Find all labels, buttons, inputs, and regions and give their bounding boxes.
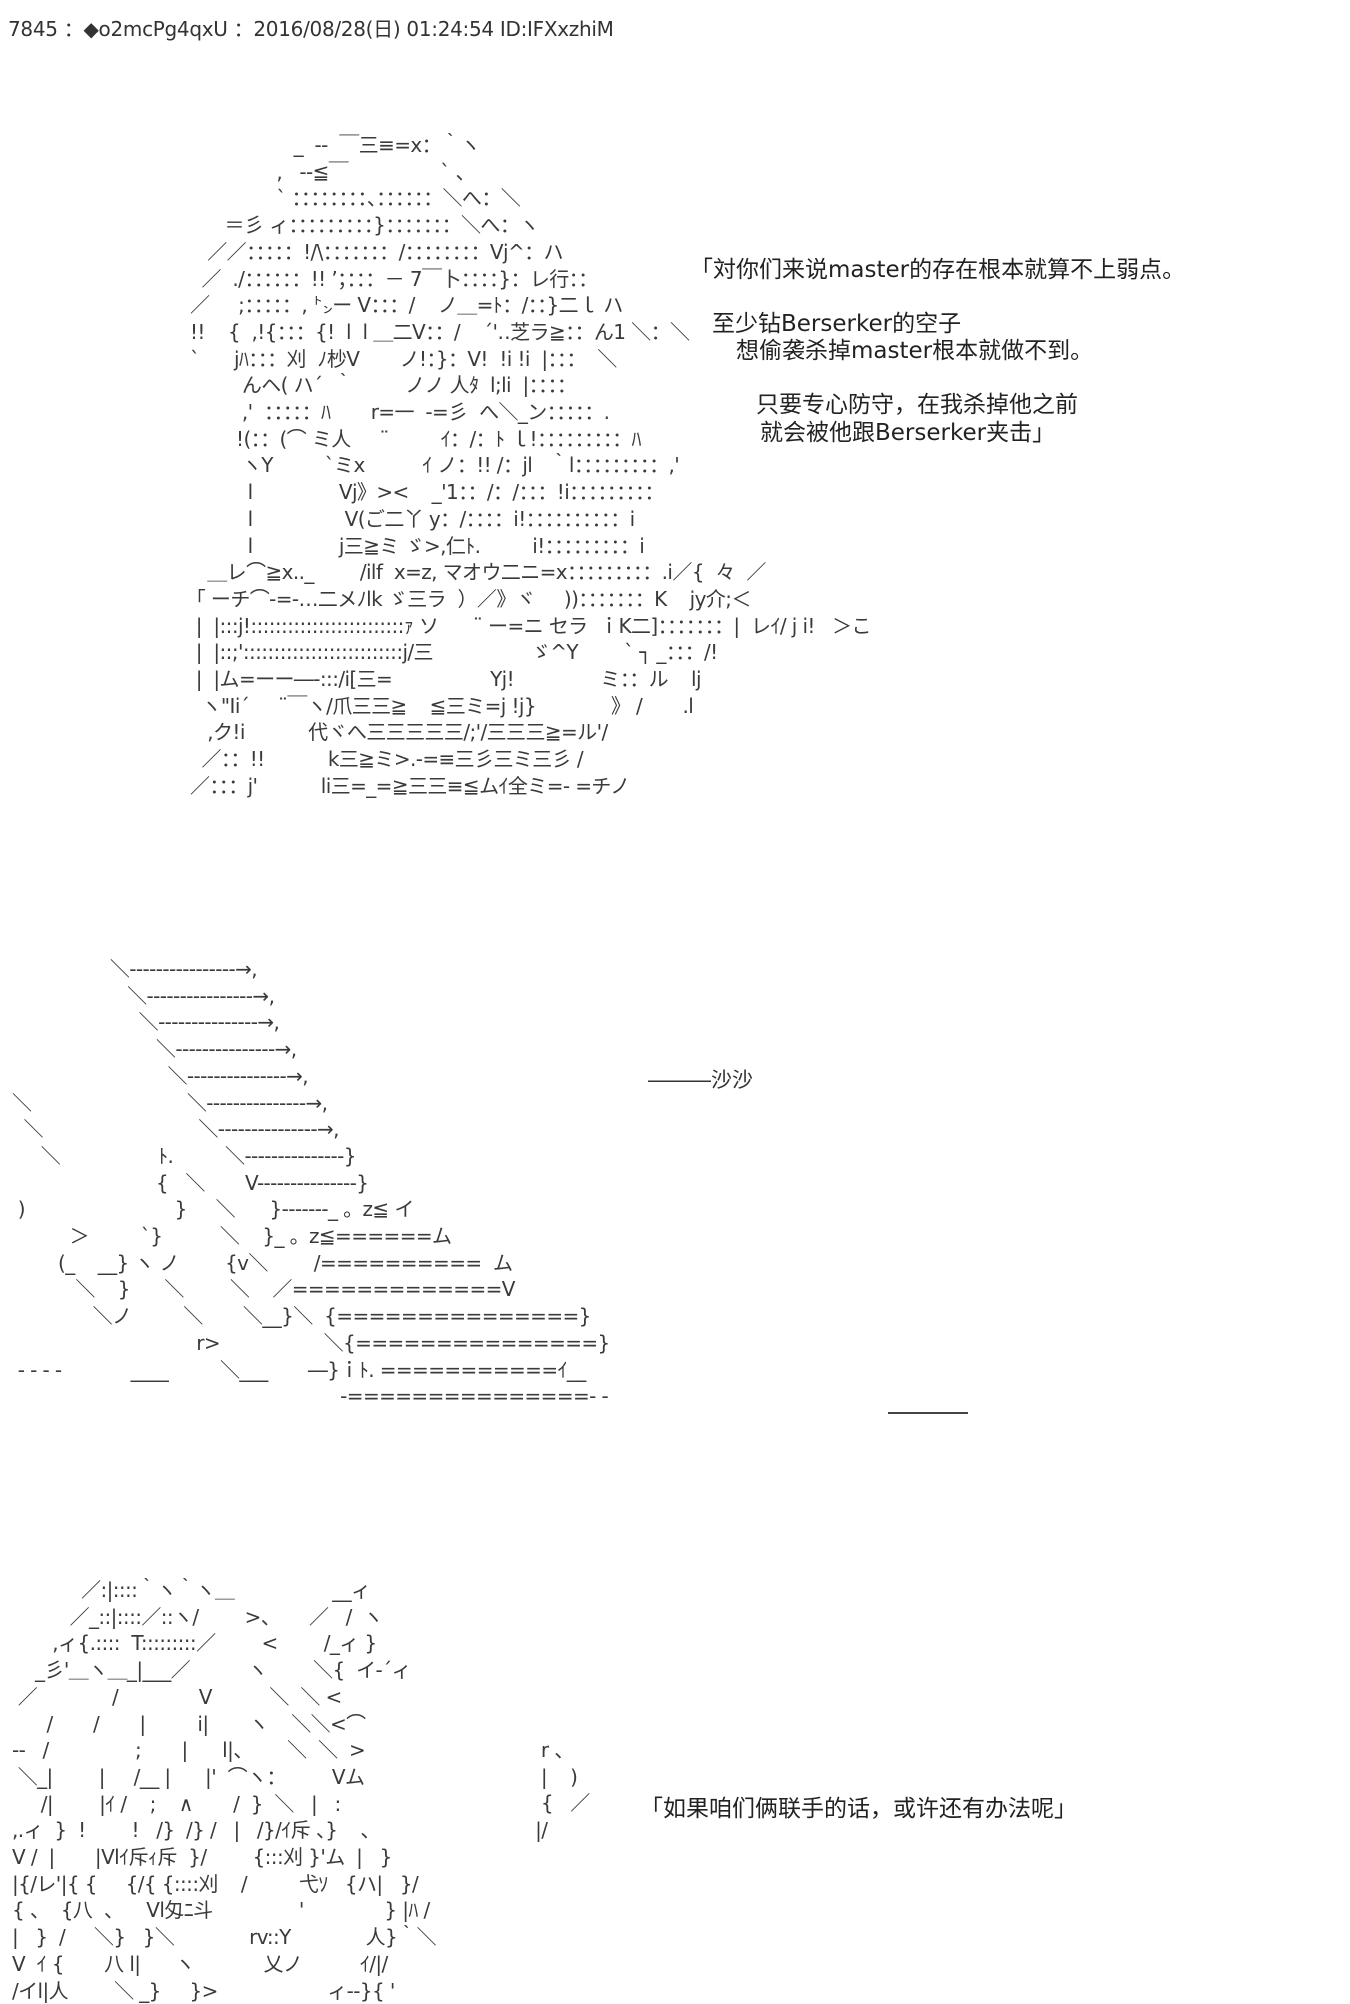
dialogue-line-1: 「対你们来说master的存在根本就算不上弱点。 [690, 257, 1186, 283]
ascii-art-character-portrait: _ ‐‐ ￣三≡=x：｀ヽ , -‐≦￣ ` 、 ` ：：：：：：：：、：：：：… [190, 133, 872, 798]
dialogue-line-2: 至少钻Berserker的空子 [712, 311, 962, 337]
dialogue-line-4: 只要专心防守，在我杀掉他之前 [756, 392, 1078, 418]
ascii-art-face-right-fragment: r 、 | ) { ／ |/ [535, 1738, 590, 1843]
ascii-art-character-face: ／:|::::｀ヽ｀ヽ＿ __ィ ／_::|::::／::ヽ/ >、 ／ / ヽ… [12, 1578, 437, 2003]
post-header: 7845 ：◆o2mcPg4qxU ：2016/08/28(日) 01:24:5… [8, 17, 614, 41]
dialogue-line-3: 想偷袭杀掉master根本就做不到。 [736, 338, 1094, 364]
dialogue-line-6: 「如果咱们俩联手的话，或许还有办法呢」 [640, 1796, 1077, 1822]
sound-effect-rustle: ―――沙沙 [648, 1068, 753, 1092]
decorative-dash-line [888, 1412, 968, 1414]
dialogue-line-5: 就会被他跟Berserker夹击」 [760, 420, 1056, 446]
ascii-art-speed-lines-scene: ＼----------------→, ＼----------------→, … [12, 957, 610, 1409]
